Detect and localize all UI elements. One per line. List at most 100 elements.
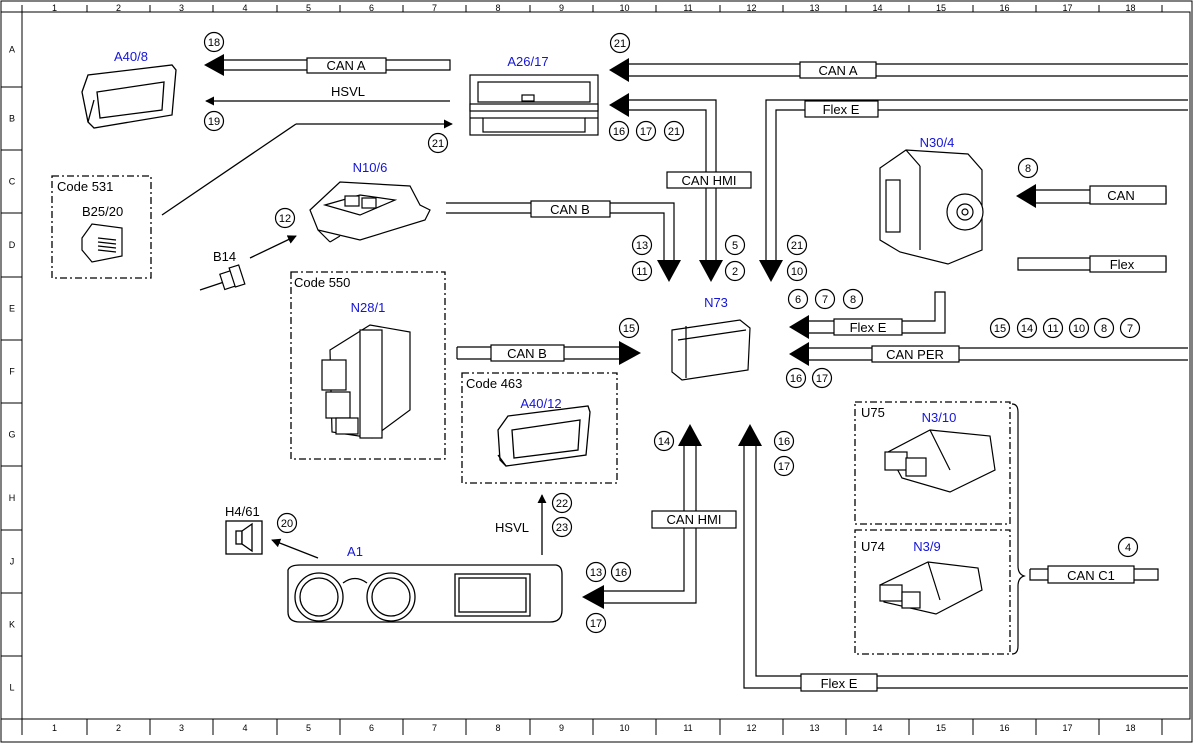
callout-8: 8 — [842, 288, 864, 310]
callout-number: 17 — [590, 618, 602, 630]
n3-9-unit — [879, 561, 983, 615]
label-hsvl-top: HSVL — [331, 84, 365, 99]
callout-15: 15 — [989, 317, 1011, 339]
code-531-box — [51, 175, 152, 279]
column-label-1: 1 — [52, 723, 57, 733]
row-label-K: K — [9, 620, 15, 630]
column-label-16: 16 — [999, 3, 1009, 13]
callout-16: 16 — [773, 430, 795, 452]
bus-can-hmi-bottom — [601, 443, 697, 604]
column-label-17: 17 — [1062, 723, 1072, 733]
callout-12: 12 — [274, 207, 296, 229]
bus-flex-e-mid — [808, 291, 946, 334]
callout-number: 13 — [590, 567, 602, 579]
code-531-label: Code 531 — [57, 179, 113, 194]
row-label-C: C — [9, 177, 16, 187]
row-label-L: L — [9, 683, 14, 693]
callout-number: 2 — [732, 266, 738, 278]
callout-number: 5 — [732, 240, 738, 252]
u74-box — [854, 529, 1011, 655]
callout-21: 21 — [786, 234, 808, 256]
column-label-14: 14 — [872, 3, 882, 13]
column-label-1: 1 — [52, 3, 57, 13]
column-label-13: 13 — [809, 723, 819, 733]
callout-7: 7 — [1119, 317, 1141, 339]
column-label-10: 10 — [619, 3, 629, 13]
a26-17-head-unit — [469, 74, 599, 136]
callout-21: 21 — [609, 32, 631, 54]
label-flex-e-top: Flex E — [823, 102, 860, 117]
column-label-18: 18 — [1125, 3, 1135, 13]
n3-10-unit — [884, 429, 996, 493]
callout-15: 15 — [618, 317, 640, 339]
label-flex-right: Flex — [1110, 257, 1135, 272]
b14-sensor — [199, 264, 246, 291]
arrow-to-n73-can-b-mid — [619, 341, 641, 365]
column-label-3: 3 — [179, 723, 184, 733]
callout-10: 10 — [1068, 317, 1090, 339]
callout-number: 11 — [1047, 323, 1058, 335]
callout-2: 2 — [724, 260, 746, 282]
column-label-5: 5 — [306, 723, 311, 733]
n30-4-unit — [879, 149, 984, 265]
column-label-11: 11 — [683, 723, 692, 733]
arrow-to-n30-4 — [1016, 184, 1036, 208]
column-label-12: 12 — [746, 723, 756, 733]
component-a40-12: A40/12 — [520, 396, 561, 411]
label-can-c1: CAN C1 — [1067, 568, 1115, 583]
label-can-hmi-top: CAN HMI — [682, 173, 737, 188]
callout-number: 15 — [994, 323, 1006, 335]
a40-12-display — [497, 405, 591, 467]
callout-16: 16 — [610, 561, 632, 583]
row-label-H: H — [9, 493, 16, 503]
column-label-6: 6 — [369, 723, 374, 733]
callout-10: 10 — [786, 260, 808, 282]
callout-number: 6 — [795, 294, 801, 306]
callout-number: 17 — [816, 373, 828, 385]
column-label-5: 5 — [306, 3, 311, 13]
callout-number: 19 — [208, 116, 220, 128]
arrow-to-n73-flex-e — [759, 260, 783, 282]
label-flex-e-bottom: Flex E — [821, 676, 858, 691]
callout-number: 7 — [1127, 323, 1133, 335]
row-label-B: B — [9, 114, 15, 124]
component-n3-9: N3/9 — [913, 539, 940, 554]
column-label-17: 17 — [1062, 3, 1072, 13]
arrow-to-a1-can-hmi — [582, 585, 604, 609]
callout-18: 18 — [203, 31, 225, 53]
a1-instrument-cluster — [287, 564, 563, 623]
callout-number: 16 — [615, 567, 627, 579]
column-label-11: 11 — [683, 3, 692, 13]
n73-module — [671, 319, 751, 381]
callout-number: 12 — [279, 213, 291, 225]
arrow-to-n73-can-hmi — [699, 260, 723, 282]
callout-number: 21 — [432, 138, 444, 150]
callout-number: 21 — [668, 126, 680, 138]
callout-number: 14 — [1021, 323, 1033, 335]
callout-20: 20 — [276, 512, 298, 534]
callout-8: 8 — [1017, 157, 1039, 179]
component-h4-61: H4/61 — [225, 504, 260, 519]
code-550-label: Code 550 — [294, 275, 350, 290]
callout-number: 8 — [1025, 163, 1031, 175]
column-label-7: 7 — [432, 723, 437, 733]
column-label-4: 4 — [242, 3, 247, 13]
callout-number: 4 — [1125, 542, 1131, 554]
callout-14: 14 — [1016, 317, 1038, 339]
bus-can-per — [808, 347, 1188, 361]
callout-13: 13 — [585, 561, 607, 583]
column-label-18: 18 — [1125, 723, 1135, 733]
callout-number: 10 — [1073, 323, 1085, 335]
component-a26-17: A26/17 — [507, 54, 548, 69]
callout-14: 14 — [653, 430, 675, 452]
component-u75: U75 — [861, 405, 885, 420]
callout-number: 22 — [556, 498, 568, 510]
column-label-13: 13 — [809, 3, 819, 13]
column-label-10: 10 — [619, 723, 629, 733]
arrow-to-a26-17-can-hmi — [609, 93, 629, 117]
component-b25-20: B25/20 — [82, 204, 123, 219]
column-label-6: 6 — [369, 3, 374, 13]
label-can-right: CAN — [1107, 188, 1134, 203]
callout-number: 16 — [778, 436, 790, 448]
